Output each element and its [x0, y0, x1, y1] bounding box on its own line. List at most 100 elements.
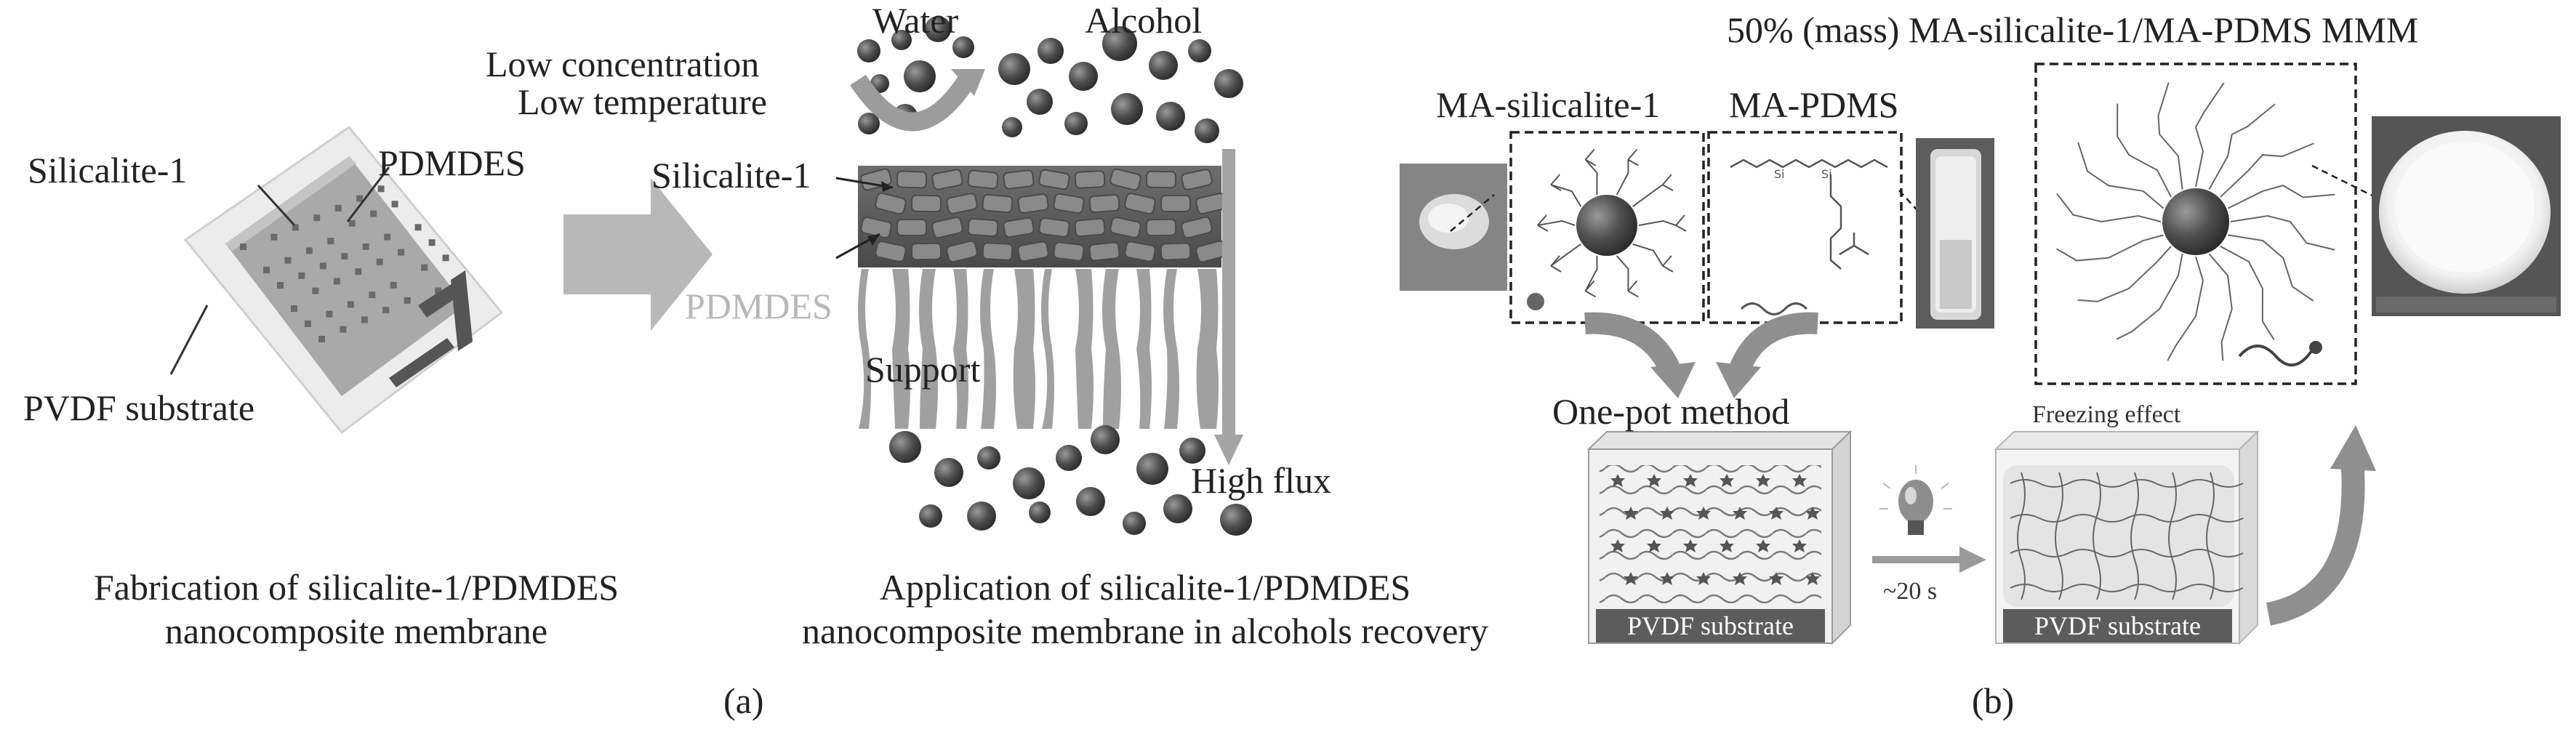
crosslinker-node: [1792, 539, 1807, 552]
branch: [1537, 219, 1576, 226]
network-strand: [2010, 549, 2244, 557]
molecule: [934, 458, 963, 487]
zeolite-grain: [946, 193, 978, 214]
crosslinker-node: [1683, 474, 1698, 487]
return-arrow-head: [951, 69, 985, 96]
molecule: [1123, 512, 1146, 535]
crosslinker-node: [1647, 474, 1661, 487]
merge-arrow-left: [1584, 312, 1682, 379]
crosslinker-node: [1610, 539, 1625, 552]
mmm-branch: [2167, 256, 2204, 361]
zeolite-grain: [875, 192, 907, 215]
molecule: [1111, 93, 1143, 125]
label-low-temperature: Low temperature: [518, 81, 767, 122]
mmm-branch: [2228, 234, 2314, 302]
molecule: [1069, 62, 1098, 91]
molecule: [919, 504, 942, 528]
molecule: [1179, 438, 1205, 464]
sheet-particle: [377, 185, 385, 193]
zeolite-grain: [982, 193, 1014, 214]
label-silicalite: Silicalite-1: [28, 150, 188, 190]
result-arrow: [2266, 456, 2365, 626]
sheet-particle: [263, 267, 270, 273]
molecule: [891, 30, 912, 50]
zeolite-grain: [1003, 169, 1035, 190]
label-silicalite-layer: Silicalite-1: [651, 155, 811, 196]
zeolite-grain: [1110, 168, 1141, 191]
network-strand: [2055, 472, 2063, 600]
flux-arrow-head: [1214, 435, 1243, 465]
network-strand: [2017, 472, 2026, 600]
sheet-particle: [390, 281, 397, 289]
sheet-particle: [291, 305, 297, 312]
branch: [1632, 243, 1664, 267]
zeolite-grain: [1074, 170, 1106, 189]
mmm-branch: [2077, 142, 2164, 209]
mmm-branch: [2077, 246, 2172, 302]
sheet-particle: [270, 233, 278, 241]
ma-pdms-structure-box: Si Si: [1707, 131, 1903, 324]
network-strand: [2168, 472, 2177, 600]
label-pdmdes-layer: PDMDES: [685, 286, 832, 326]
support-pore-wall: [1196, 269, 1219, 429]
process-arrow: [563, 178, 713, 331]
zeolite-grain: [967, 218, 999, 237]
label-high-flux: High flux: [1191, 460, 1332, 501]
sheet-particle: [362, 243, 369, 250]
branch-tip: [1550, 255, 1562, 273]
zeolite-grain: [910, 194, 942, 213]
branch-tip: [1584, 148, 1597, 166]
ma-silicalite-structure-box: [1509, 131, 1705, 324]
crosslinker-node: [1769, 507, 1783, 520]
sheet-particle: [414, 224, 422, 231]
branch: [1632, 184, 1664, 207]
molecule: [1214, 69, 1243, 98]
network-strand: [2010, 514, 2244, 523]
branch: [1550, 243, 1581, 267]
sheet-particle: [305, 321, 311, 327]
sheet-particle: [347, 301, 354, 308]
pvdf-bar-right: PVDF substrate: [2003, 609, 2232, 643]
molecule: [1163, 494, 1192, 523]
zeolite-grain: [931, 216, 963, 239]
molecule: [904, 60, 936, 92]
network-strand: [2130, 472, 2139, 600]
ma-silicalite-powder-photo: [1400, 164, 1507, 291]
crosslinker-node: [1610, 474, 1625, 487]
sheet-particle: [428, 239, 436, 246]
svg-text:Si: Si: [1821, 167, 1832, 181]
support-pore-wall: [1102, 269, 1121, 429]
merge-arrow-right: [1727, 312, 1818, 379]
crosslinker-node: [1696, 572, 1711, 585]
sheet-particle: [356, 195, 364, 202]
uv-light-bulb-icon: [1879, 465, 1952, 535]
sheet-particle: [435, 287, 442, 294]
silicalite-leader-line: [257, 184, 296, 227]
crosslinker-node: [1647, 539, 1661, 552]
crosslinker-node: [1720, 539, 1734, 552]
sheet-particle: [277, 282, 284, 289]
sheet-particle: [312, 287, 319, 294]
sheet-particle: [398, 249, 405, 256]
label-freezing-effect: Freezing effect: [2032, 401, 2181, 428]
zeolite-grain: [1110, 217, 1141, 238]
molecule: [1056, 445, 1082, 471]
branch: [1584, 158, 1598, 196]
silicalite-selective-layer: [858, 166, 1227, 267]
sheet-particle: [421, 264, 428, 271]
molecule: [998, 53, 1030, 85]
molecule: [925, 16, 951, 42]
pvdf-bar-left: PVDF substrate: [1596, 609, 1825, 643]
sheet-particle: [370, 210, 377, 217]
molecule: [1220, 504, 1252, 536]
zeolite-grain: [1088, 194, 1120, 213]
crosslinker-node: [1624, 572, 1638, 585]
support-pore-wall: [980, 269, 996, 429]
zeolite-grain: [1145, 170, 1177, 189]
molecule: [1027, 89, 1053, 115]
branch: [1550, 184, 1582, 207]
label-pdmdes: PDMDES: [378, 142, 526, 183]
pvdf-leader-line: [169, 305, 209, 375]
svg-text:Si: Si: [1774, 167, 1785, 181]
